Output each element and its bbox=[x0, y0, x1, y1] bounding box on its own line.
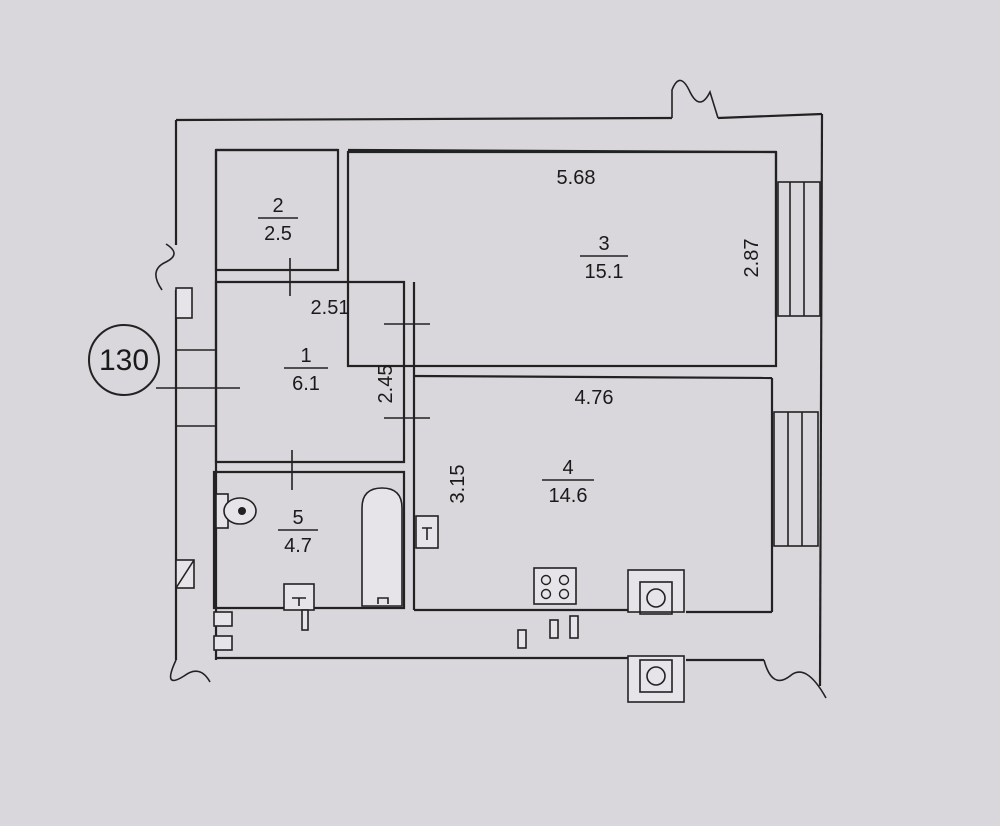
toilet bbox=[215, 493, 257, 529]
room-number: 4 bbox=[562, 457, 573, 479]
bathtub bbox=[361, 487, 403, 607]
washbasin bbox=[283, 583, 315, 631]
room-number: 5 bbox=[292, 507, 303, 529]
room1-width-label: 2.51 bbox=[311, 297, 350, 319]
kitchen-sink bbox=[415, 515, 439, 549]
dimension-labels: 5.68 2.87 2.51 2.45 4.76 3.15 bbox=[311, 167, 763, 503]
room-label-2: 2 2.5 bbox=[258, 195, 298, 245]
utility-marks bbox=[175, 287, 579, 651]
room3-width-label: 5.68 bbox=[557, 167, 596, 189]
room4-depth-label: 3.15 bbox=[447, 465, 469, 504]
wall-break-marks bbox=[155, 79, 827, 699]
room4-width-label: 4.76 bbox=[575, 387, 614, 409]
stove bbox=[533, 567, 577, 605]
room-number: 2 bbox=[272, 195, 283, 217]
room-number: 3 bbox=[598, 233, 609, 255]
room-label-3: 3 15.1 bbox=[580, 233, 628, 283]
apartment-number: 130 bbox=[99, 344, 149, 377]
room-area: 6.1 bbox=[292, 373, 320, 395]
room-number: 1 bbox=[300, 345, 311, 367]
interior-walls bbox=[212, 148, 778, 614]
room1-depth-label: 2.45 bbox=[375, 365, 397, 404]
room-area: 2.5 bbox=[264, 223, 292, 245]
room-label-4: 4 14.6 bbox=[542, 457, 594, 507]
apartment-number-badge: 130 bbox=[88, 324, 160, 396]
room-label-5: 5 4.7 bbox=[278, 507, 318, 557]
room-area: 14.6 bbox=[549, 485, 588, 507]
room-area: 15.1 bbox=[585, 261, 624, 283]
windows bbox=[773, 181, 821, 547]
ventilation-shafts bbox=[627, 569, 685, 703]
door-marks bbox=[156, 258, 430, 490]
room-label-1: 1 6.1 bbox=[284, 345, 328, 395]
room-area: 4.7 bbox=[284, 535, 312, 557]
room3-depth-label: 2.87 bbox=[741, 239, 763, 278]
